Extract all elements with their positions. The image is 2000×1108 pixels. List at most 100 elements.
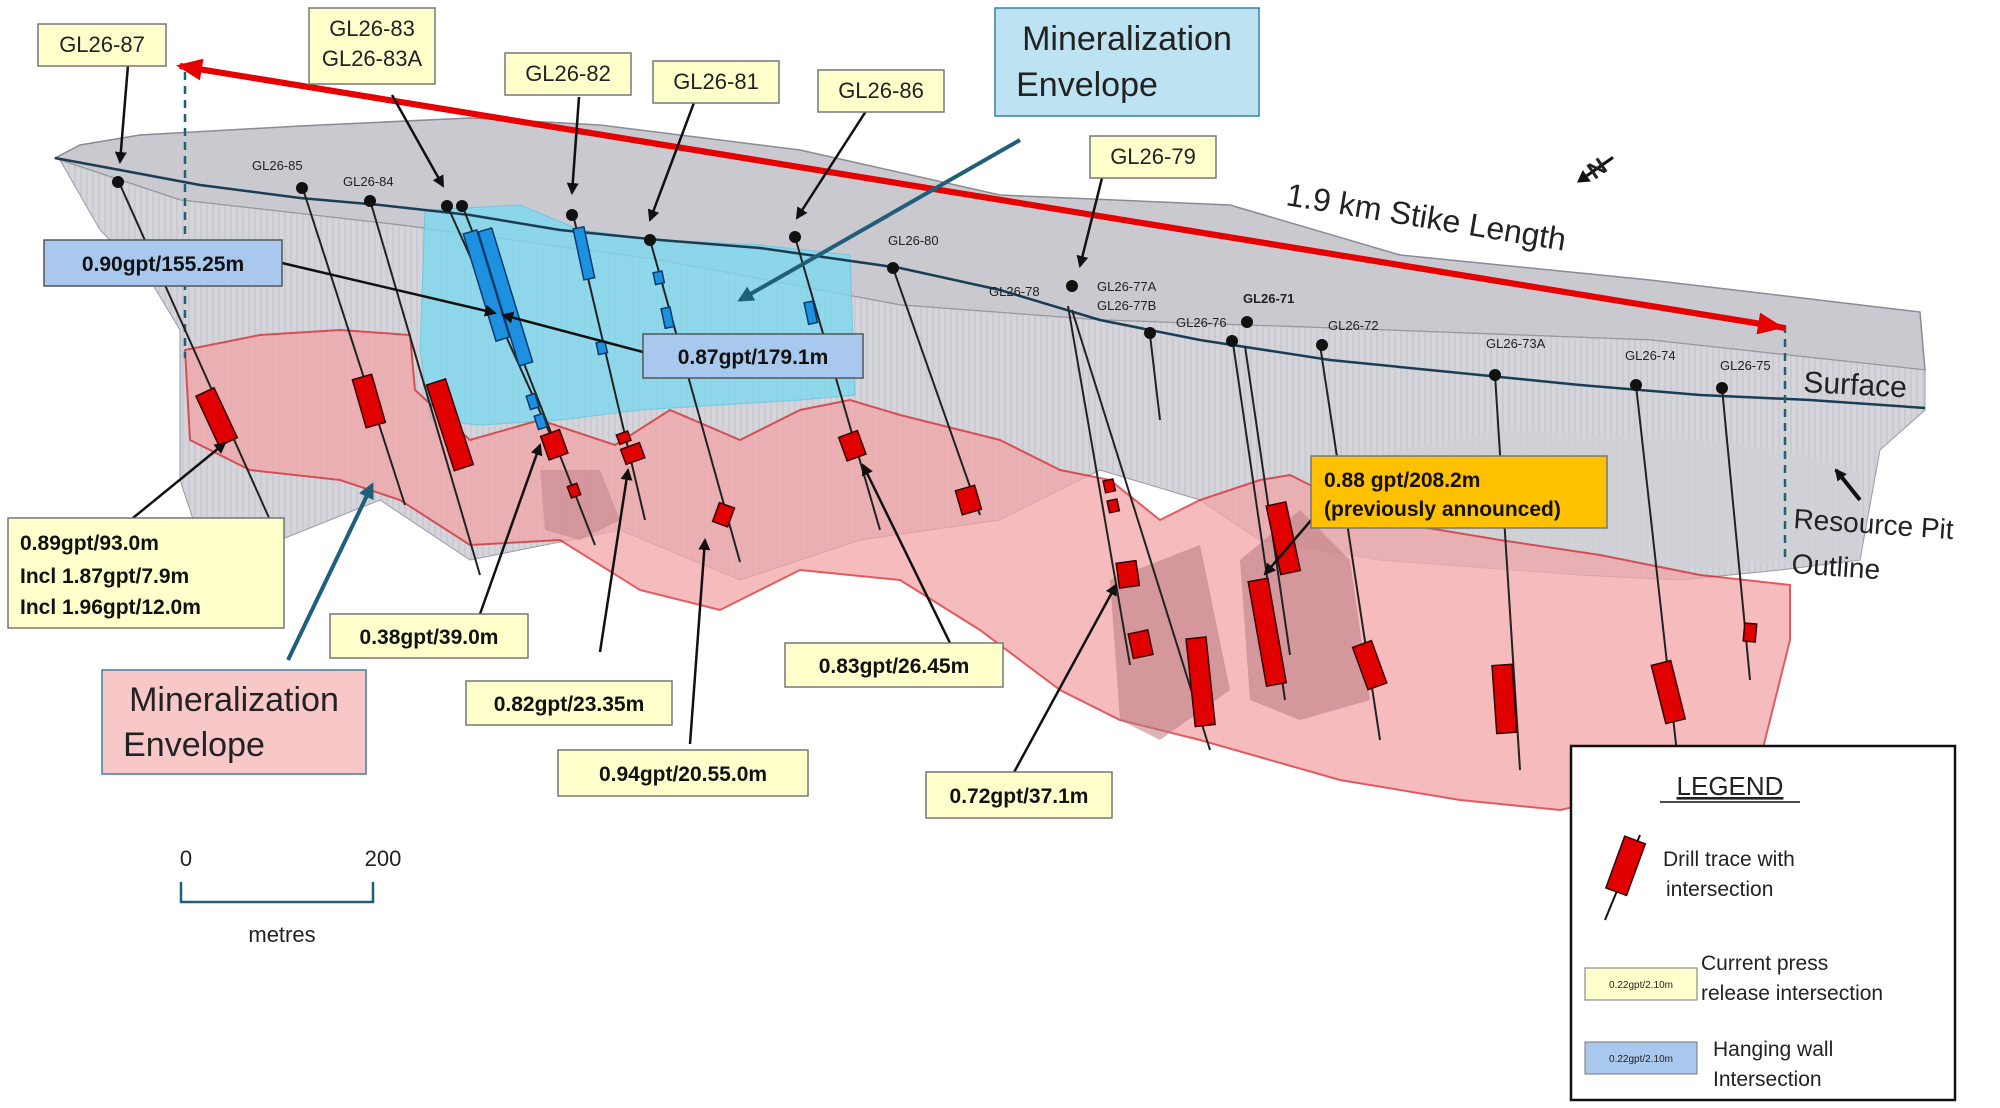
- blue-intersection-83: [477, 227, 534, 367]
- scale-bar: 0 200 metres: [179, 846, 402, 947]
- drill-trace-gl26-73a: [1494, 374, 1521, 771]
- intersection-087-box: 0.87gpt/179.1m: [642, 333, 864, 379]
- legend-blue-swatch: [1584, 1041, 1698, 1075]
- svg-text:0.87gpt/179.1m: 0.87gpt/179.1m: [678, 346, 829, 369]
- collar-gl26-85: [296, 182, 308, 194]
- blue-intersections: [462, 225, 819, 431]
- intersection-038-box: 0.38gpt/39.0m: [329, 613, 529, 659]
- svg-text:Current press: Current press: [1701, 952, 1828, 975]
- legend-yellow-swatch: [1584, 967, 1698, 1001]
- callout-gl26-83: GL26-83 GL26-83A: [308, 7, 436, 85]
- svg-text:0.22gpt/2.10m: 0.22gpt/2.10m: [1609, 1054, 1673, 1065]
- legend: LEGEND Drill trace with intersection 0.2…: [1569, 744, 1957, 1102]
- drill-trace-gl26-78: [1067, 305, 1131, 666]
- hole-label-gl26-80: GL26-80: [888, 233, 939, 248]
- drill-trace-gl26-72: [1244, 345, 1291, 656]
- red-intersection-84: [425, 377, 475, 472]
- collar-gl26-72: [1316, 339, 1328, 351]
- svg-text:200: 200: [365, 846, 402, 871]
- svg-text:Mineralization: Mineralization: [1022, 20, 1232, 58]
- legend-drill-intersection: [1604, 835, 1647, 897]
- collar-gl26-86: [789, 231, 801, 243]
- callout-gl26-79: GL26-79: [1089, 135, 1217, 179]
- legend-title: LEGEND: [1677, 771, 1784, 801]
- red-intersection-72: [1265, 501, 1302, 576]
- blue-intersection-81b: [660, 306, 675, 330]
- surface-label: Surface: [1803, 366, 1908, 404]
- svg-text:Intersection: Intersection: [1713, 1068, 1822, 1091]
- pit-outline-label-2: Outline: [1791, 548, 1882, 585]
- blue-intersection-81a: [652, 270, 666, 286]
- svg-text:(previously announced): (previously announced): [1324, 498, 1561, 521]
- red-intersection-82b: [619, 441, 646, 466]
- collar-gl26-83: [441, 200, 453, 212]
- intersection-082-box: 0.82gpt/23.35m: [465, 680, 673, 726]
- drill-trace-gl26-87: [117, 179, 271, 521]
- red-intersection-81: [711, 501, 736, 528]
- blue-envelope-label: Mineralization Envelope: [994, 7, 1260, 117]
- collar-gl26-73a: [1489, 369, 1501, 381]
- hole-label-gl26-75: GL26-75: [1720, 358, 1771, 373]
- collar-gl26-77a: [1144, 327, 1156, 339]
- red-intersection-78d: [1127, 629, 1154, 660]
- svg-text:0: 0: [180, 846, 192, 871]
- drill-trace-gl26-80: [892, 267, 981, 516]
- hole-label-gl26-73a: GL26-73A: [1486, 336, 1546, 351]
- svg-text:0.22gpt/2.10m: 0.22gpt/2.10m: [1609, 980, 1673, 991]
- collar-gl26-82: [566, 209, 578, 221]
- svg-text:GL26-82: GL26-82: [525, 61, 611, 86]
- drill-trace-gl26-84: [369, 199, 481, 576]
- collar-gl26-79: [1066, 280, 1078, 292]
- svg-text:0.90gpt/155.25m: 0.90gpt/155.25m: [82, 253, 244, 276]
- hole-label-gl26-71: GL26-71: [1243, 291, 1294, 306]
- intersection-094-box: 0.94gpt/20.55.0m: [557, 749, 809, 797]
- hole-label-gl26-84: GL26-84: [343, 174, 394, 189]
- svg-text:0.83gpt/26.45m: 0.83gpt/26.45m: [819, 655, 970, 678]
- blue-intersection-83a: [462, 229, 511, 343]
- red-intersection-75: [1742, 622, 1758, 643]
- svg-text:Incl 1.96gpt/12.0m: Incl 1.96gpt/12.0m: [20, 596, 201, 619]
- red-intersection-82a: [615, 429, 633, 446]
- svg-text:0.72gpt/37.1m: 0.72gpt/37.1m: [950, 785, 1089, 808]
- hole-label-gl26-85: GL26-85: [252, 158, 303, 173]
- red-intersection-83b: [566, 482, 582, 499]
- svg-text:0.89gpt/93.0m: 0.89gpt/93.0m: [20, 532, 159, 555]
- svg-text:GL26-83: GL26-83: [329, 16, 415, 41]
- callout-gl26-86: GL26-86: [817, 69, 945, 113]
- svg-text:0.38gpt/39.0m: 0.38gpt/39.0m: [360, 626, 499, 649]
- drill-trace-gl26-76: [1149, 334, 1161, 421]
- drill-trace-gl26-77a: [1071, 309, 1211, 751]
- red-intersection-80: [954, 484, 983, 516]
- drill-trace-gl26-85: [301, 185, 406, 506]
- blue-intersection-86: [803, 300, 819, 326]
- svg-text:Drill trace with: Drill trace with: [1663, 848, 1795, 871]
- collar-gl26-83a: [456, 200, 468, 212]
- svg-text:intersection: intersection: [1666, 878, 1773, 901]
- intersection-072-box: 0.72gpt/37.1m: [925, 771, 1113, 819]
- red-envelope-label: Mineralization Envelope: [101, 669, 367, 775]
- red-intersection-85: [351, 373, 387, 429]
- blue-envelope-arrow: [737, 138, 1021, 302]
- svg-text:Hanging wall: Hanging wall: [1713, 1038, 1833, 1061]
- svg-text:Incl 1.87gpt/7.9m: Incl 1.87gpt/7.9m: [20, 565, 189, 588]
- red-envelope-arrow: [286, 482, 374, 661]
- blue-intersection-83c: [525, 392, 541, 411]
- callout-gl26-87: GL26-87: [37, 23, 167, 67]
- svg-text:GL26-86: GL26-86: [838, 78, 924, 103]
- drill-trace-gl26-86: [794, 236, 881, 531]
- svg-text:Envelope: Envelope: [1016, 66, 1158, 104]
- red-intersection-78b: [1106, 498, 1121, 514]
- red-intersection-71: [1247, 577, 1288, 687]
- collar-gl26-75: [1716, 382, 1728, 394]
- intersection-090-box: 0.90gpt/155.25m: [43, 239, 283, 287]
- red-intersection-87: [194, 386, 239, 448]
- svg-text:0.88 gpt/208.2m: 0.88 gpt/208.2m: [1324, 469, 1480, 492]
- collar-gl26-74: [1630, 379, 1642, 391]
- svg-text:GL26-87: GL26-87: [59, 32, 145, 57]
- pit-outline-arrow: [1834, 468, 1862, 502]
- red-intersection-78c: [1115, 559, 1141, 589]
- svg-text:metres: metres: [248, 922, 315, 947]
- collar-dots: [112, 176, 1728, 394]
- hole-label-gl26-77a: GL26-77A: [1097, 279, 1157, 294]
